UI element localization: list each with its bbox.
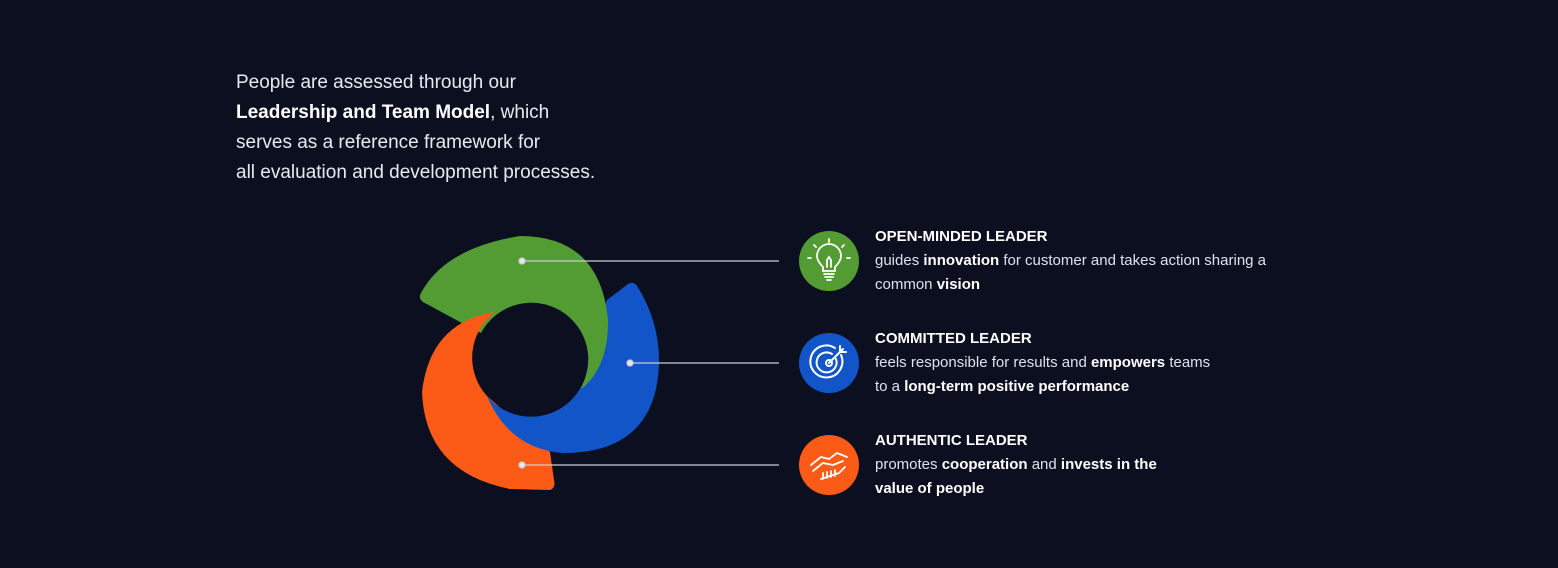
intro-line: serves as a reference framework for xyxy=(236,132,541,153)
leader-title: COMMITTED LEADER xyxy=(875,330,1032,347)
leader-authentic: AUTHENTIC LEADER promotes cooperation an… xyxy=(799,432,1259,507)
connector-dot xyxy=(518,257,526,265)
connector-dot xyxy=(518,461,526,469)
leader-description: promotes cooperation and invests in the … xyxy=(875,456,1157,497)
lightbulb-icon xyxy=(799,231,859,291)
leader-title: OPEN-MINDED LEADER xyxy=(875,228,1048,245)
handshake-icon xyxy=(799,435,859,495)
orange-segment xyxy=(422,312,555,490)
connector-dot xyxy=(626,359,634,367)
leader-description: feels responsible for results and empowe… xyxy=(875,354,1211,395)
intro-line: People are assessed through our xyxy=(236,72,516,93)
model-name: Leadership and Team Model xyxy=(236,102,491,123)
green-segment xyxy=(419,236,609,391)
target-icon xyxy=(799,333,859,393)
intro-text: People are assessed through our Leadersh… xyxy=(236,68,656,188)
intro-line: , which xyxy=(490,102,550,123)
leader-description: guides innovation for customer and takes… xyxy=(875,252,1267,293)
leader-open-minded: OPEN-MINDED LEADER guides innovation for… xyxy=(799,228,1266,303)
leader-committed: COMMITTED LEADER feels responsible for r… xyxy=(799,330,1259,405)
blue-segment-overlap xyxy=(487,388,657,453)
leader-title: AUTHENTIC LEADER xyxy=(875,432,1028,449)
intro-line: all evaluation and development processes… xyxy=(236,162,596,183)
